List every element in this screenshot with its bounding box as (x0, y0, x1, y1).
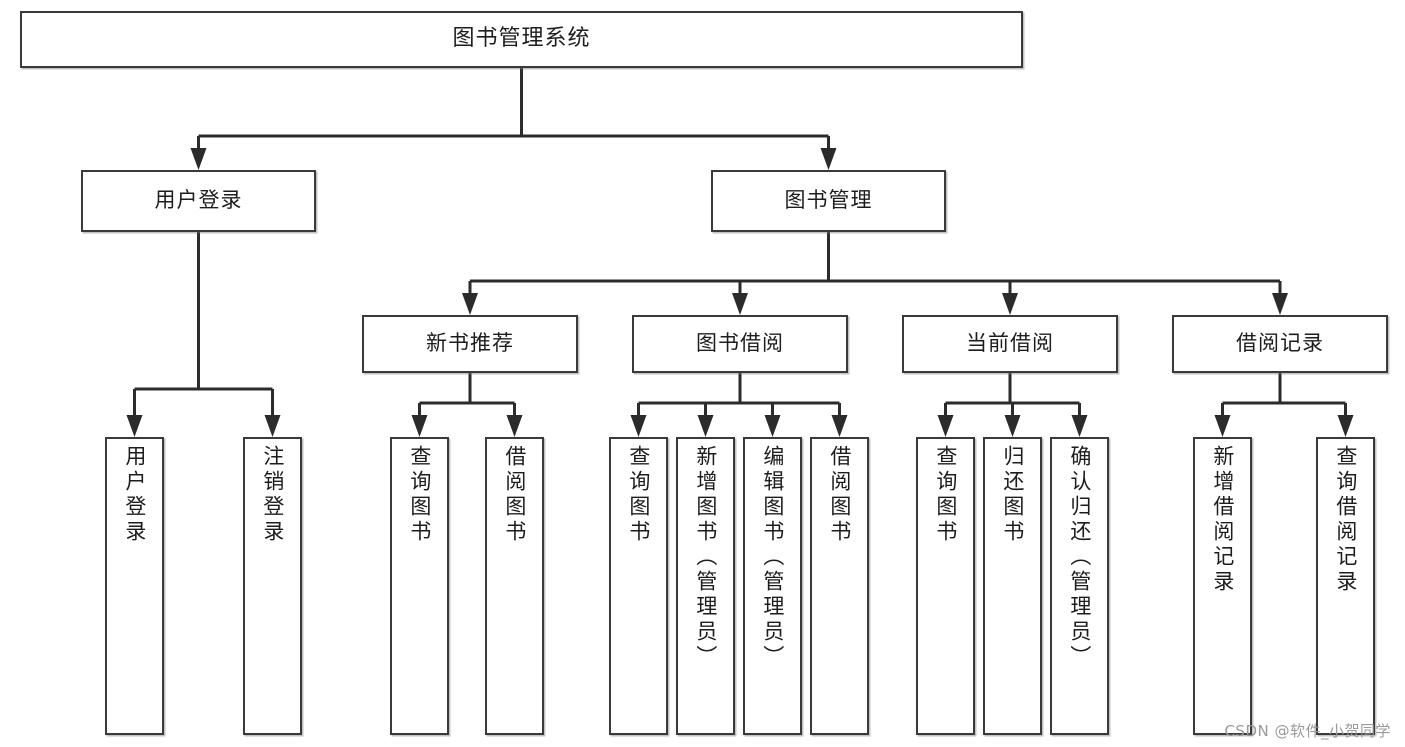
node-leaf-query-record[interactable]: 查询借阅记录 (1316, 437, 1375, 735)
node-user-login-label: 用户登录 (154, 188, 243, 213)
node-leaf-query-book-1[interactable]: 查询图书 (390, 437, 449, 735)
node-leaf-add-book-label: 新增图书（管理员） (693, 445, 718, 670)
node-book-manage-label: 图书管理 (784, 188, 873, 213)
node-leaf-return-book-label: 归还图书 (1000, 445, 1025, 545)
node-leaf-query-record-label: 查询借阅记录 (1333, 445, 1358, 595)
node-borrow-record-label: 借阅记录 (1236, 331, 1324, 356)
node-book-borrow[interactable]: 图书借阅 (632, 315, 848, 373)
node-current-borrow-label: 当前借阅 (966, 331, 1054, 356)
node-leaf-borrow-book-2-label: 借阅图书 (827, 445, 852, 545)
node-leaf-query-book-2[interactable]: 查询图书 (609, 437, 668, 735)
node-leaf-edit-book-label: 编辑图书（管理员） (760, 445, 785, 670)
node-borrow-record[interactable]: 借阅记录 (1172, 315, 1388, 373)
node-leaf-add-book[interactable]: 新增图书（管理员） (676, 437, 735, 735)
node-new-book-recommend-label: 新书推荐 (426, 331, 514, 356)
node-leaf-user-login-label: 用户登录 (122, 445, 147, 545)
node-leaf-logout[interactable]: 注销登录 (243, 437, 302, 735)
watermark-label: CSDN @软件_小贺同学 (1224, 722, 1391, 740)
node-leaf-add-record[interactable]: 新增借阅记录 (1193, 437, 1252, 735)
node-root-system-label: 图书管理系统 (452, 26, 591, 52)
node-leaf-query-book-3-label: 查询图书 (933, 445, 958, 545)
node-user-login[interactable]: 用户登录 (81, 170, 316, 232)
node-leaf-user-login[interactable]: 用户登录 (105, 437, 164, 735)
node-current-borrow[interactable]: 当前借阅 (902, 315, 1118, 373)
node-root-system[interactable]: 图书管理系统 (20, 11, 1023, 68)
node-leaf-return-book[interactable]: 归还图书 (983, 437, 1042, 735)
node-leaf-borrow-book-1-label: 借阅图书 (502, 445, 527, 545)
node-leaf-edit-book[interactable]: 编辑图书（管理员） (743, 437, 802, 735)
node-leaf-query-book-3[interactable]: 查询图书 (916, 437, 975, 735)
node-leaf-borrow-book-1[interactable]: 借阅图书 (485, 437, 544, 735)
node-book-manage[interactable]: 图书管理 (711, 170, 946, 232)
node-new-book-recommend[interactable]: 新书推荐 (362, 315, 578, 373)
node-leaf-logout-label: 注销登录 (260, 445, 285, 545)
node-leaf-confirm-return[interactable]: 确认归还（管理员） (1050, 437, 1109, 735)
node-leaf-query-book-2-label: 查询图书 (626, 445, 651, 545)
node-leaf-add-record-label: 新增借阅记录 (1210, 445, 1235, 595)
node-leaf-confirm-return-label: 确认归还（管理员） (1067, 445, 1092, 670)
node-book-borrow-label: 图书借阅 (696, 331, 784, 356)
node-leaf-borrow-book-2[interactable]: 借阅图书 (810, 437, 869, 735)
node-leaf-query-book-1-label: 查询图书 (407, 445, 432, 545)
